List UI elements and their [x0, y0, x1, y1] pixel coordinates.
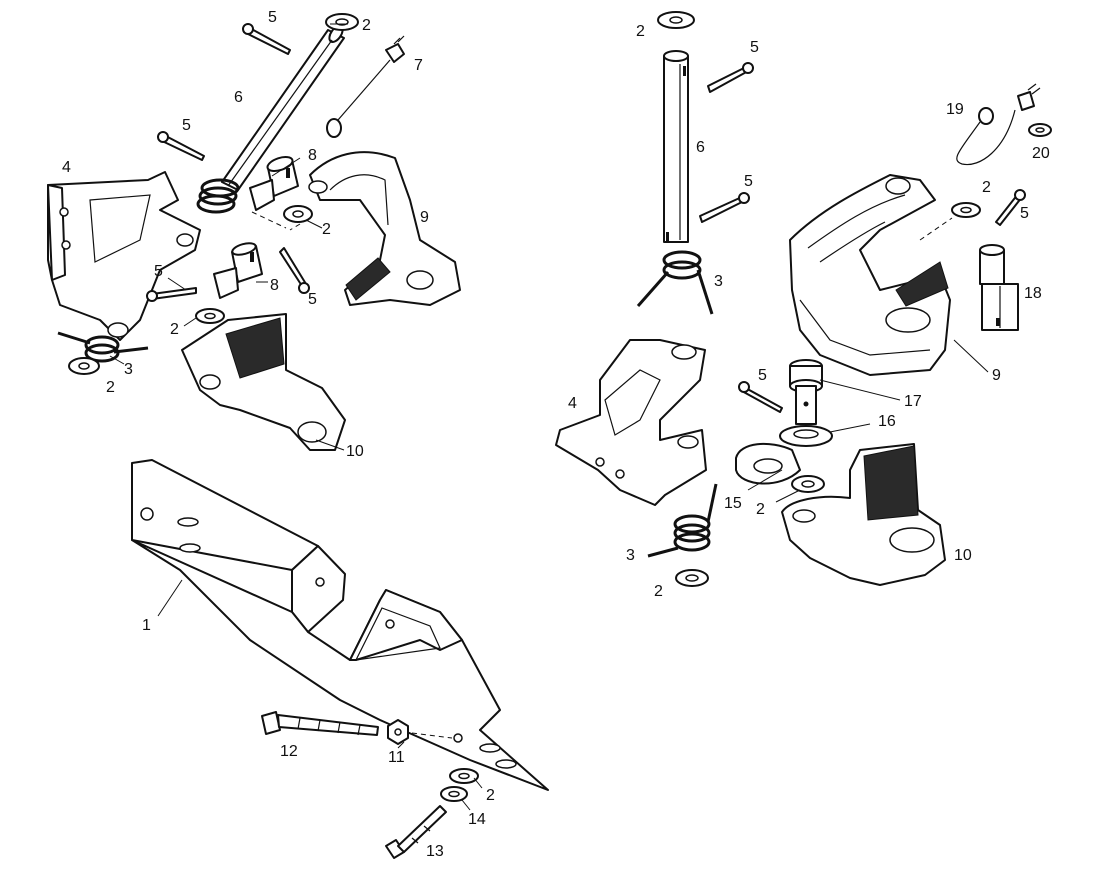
- callout-2: 2: [636, 23, 645, 40]
- pin-6-right: [663, 50, 689, 243]
- cotter-pin-5-top-left: [242, 23, 291, 55]
- cotter-pin-5-top-right: [707, 62, 754, 93]
- washer-2-bottom: [449, 768, 479, 784]
- callout-3: 3: [626, 547, 635, 564]
- callout-10: 10: [346, 443, 364, 460]
- washer-20: [1028, 123, 1052, 137]
- nut-11: [387, 719, 453, 745]
- callout-2: 2: [486, 787, 495, 804]
- callout-5: 5: [744, 173, 753, 190]
- spring-3-left: [57, 331, 149, 363]
- callout-14: 14: [468, 811, 486, 828]
- washer-2-mid-right: [791, 475, 825, 493]
- callout-7: 7: [414, 57, 423, 74]
- callout-labels: 5 2 6 7 5 4 8 2 9 5 8 5 2 3 2 10 1 12 11…: [62, 9, 1050, 860]
- callout-6: 6: [696, 139, 705, 156]
- washer-2-near-8: [251, 205, 313, 231]
- callout-18: 18: [1024, 285, 1042, 302]
- bracket-4-left: [47, 171, 201, 341]
- cotter-pin-5-vertical-left: [279, 247, 310, 294]
- callout-2: 2: [322, 221, 331, 238]
- plate-15: [735, 442, 801, 485]
- hook-10-right: [781, 443, 946, 586]
- callout-12: 12: [280, 743, 298, 760]
- cotter-pin-5-mid-right: [699, 192, 750, 223]
- callout-9: 9: [420, 209, 429, 226]
- hook-body-9-right: [789, 174, 953, 376]
- bushing-8-lower: [213, 242, 263, 299]
- hook-10-left: [181, 313, 346, 451]
- callout-2: 2: [106, 379, 115, 396]
- callout-8: 8: [270, 277, 279, 294]
- grease-cable-19: [956, 107, 1016, 166]
- callout-19: 19: [946, 101, 964, 118]
- washer-2-mid-left: [195, 308, 225, 324]
- spring-on-pin-left: [196, 178, 240, 214]
- cotter-pin-5-horizontal-left: [146, 287, 197, 302]
- cotter-pin-5-right-of-9: [995, 189, 1026, 226]
- callout-9: 9: [992, 367, 1001, 384]
- callout-17: 17: [904, 393, 922, 410]
- callout-5: 5: [154, 263, 163, 280]
- cotter-pin-5-near-17: [738, 381, 783, 413]
- washer-2-bottom-left: [68, 357, 100, 375]
- callout-11: 11: [388, 749, 405, 766]
- frame-1: [131, 459, 549, 791]
- callout-5: 5: [1020, 205, 1029, 222]
- bolt-12: [261, 711, 379, 736]
- bracket-4-right: [555, 339, 707, 506]
- callout-2: 2: [756, 501, 765, 518]
- callout-5: 5: [758, 367, 767, 384]
- callout-15: 15: [724, 495, 742, 512]
- spring-3-top-right: [636, 250, 714, 315]
- callout-1: 1: [142, 617, 151, 634]
- callout-2: 2: [170, 321, 179, 338]
- washer-2-right-of-9: [951, 202, 981, 218]
- bolt-13: [385, 805, 447, 859]
- cotter-pin-5-mid-left: [157, 131, 205, 161]
- callout-13: 13: [426, 843, 444, 860]
- callout-4: 4: [568, 395, 577, 412]
- callout-2: 2: [654, 583, 663, 600]
- grease-fitting-7-left: [326, 35, 405, 138]
- callout-4: 4: [62, 159, 71, 176]
- callout-5: 5: [268, 9, 277, 26]
- hook-arm-9-left: [308, 151, 461, 306]
- callout-2: 2: [982, 179, 991, 196]
- callout-2: 2: [362, 17, 371, 34]
- callout-3: 3: [714, 273, 723, 290]
- callout-5: 5: [308, 291, 317, 308]
- callout-5: 5: [750, 39, 759, 56]
- callout-10: 10: [954, 547, 972, 564]
- washer-2-top-right: [657, 11, 695, 29]
- callout-16: 16: [878, 413, 896, 430]
- callout-8: 8: [308, 147, 317, 164]
- callout-3: 3: [124, 361, 133, 378]
- callout-5: 5: [182, 117, 191, 134]
- leader-lines: [109, 23, 989, 811]
- washer-2-bottom-right: [675, 569, 709, 587]
- lock-washer-14: [440, 786, 468, 802]
- bushing-18: [979, 244, 1019, 331]
- callout-6: 6: [234, 89, 243, 106]
- washer-2-top-left: [325, 13, 359, 31]
- spring-3-lower-right: [647, 483, 718, 558]
- pin-17: [789, 359, 823, 425]
- collar-16: [779, 425, 833, 447]
- callout-20: 20: [1032, 145, 1050, 162]
- grease-fitting-right: [1017, 83, 1041, 111]
